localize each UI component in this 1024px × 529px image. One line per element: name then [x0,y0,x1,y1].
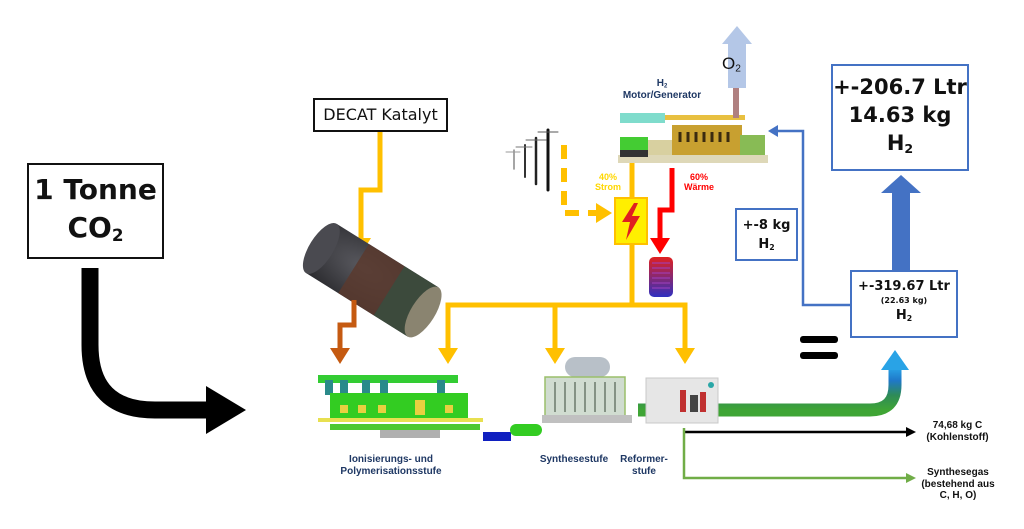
catalyst-label: DECAT Katalyt [323,105,438,124]
h2-total-formula: H2 [895,308,913,323]
generator-label: H2 Motor/Generator [622,78,702,102]
h2-net-box: +-206.7 Ltr 14.63 kg H2 [831,64,969,171]
syngas-output-label: Synthesegas (bestehend aus C, H, O) [921,467,995,501]
catalyst-output-line [330,300,357,364]
heat-storage-tank-icon [649,257,673,297]
h2-net-mass: 14.63 kg [848,103,952,127]
h2-generator-formula: H2 [758,237,775,252]
power-distribution-lines [438,156,695,364]
ionization-polymerization-plant-icon [318,375,483,438]
h2-total-box: +-319.67 Ltr (22.63 kg) H2 [850,270,958,338]
h2-total-mass: (22.63 kg) [880,296,928,305]
h2-motor-generator-icon [618,88,768,163]
co2-formula: CO2 [67,211,124,246]
co2-amount: 1 Tonne [34,173,157,206]
carbon-output-line [684,427,916,437]
power-share-label: 40% Strom [594,172,621,193]
co2-input-box: 1 Tonne CO2 [27,163,164,259]
electricity-hazard-icon [614,197,648,245]
h2-total-volume: +-319.67 Ltr [858,279,950,294]
reformer-stage-label: Reformer- stufe [620,454,668,477]
syngas-output-line [682,428,916,483]
power-poles-icon [505,128,559,192]
h2-product-pipe [638,350,909,417]
catalyst-box: DECAT Katalyt [313,98,448,132]
heat-share-label: 60% Wärme [683,172,714,193]
equals-sign [800,336,838,359]
pressure-tank-icon [510,424,542,436]
h2-generator-mass: +-8 kg [742,218,791,233]
o2-output-arrow [722,26,752,88]
ionization-stage-label: Ionisierungs- und Polymerisationsstufe [340,454,442,477]
synthesis-stage-label: Synthesestufe [539,454,609,465]
h2-net-formula: H2 [886,131,914,157]
h2-net-output-arrow [881,175,921,271]
synthesis-plant-icon [542,357,632,423]
h2-generator-share-box: +-8 kg H2 [735,208,798,261]
catalyst-feed-line [351,130,383,254]
catalyst-cylinder-icon [302,223,442,338]
carbon-output-label: 74,68 kg C (Kohlenstoff) [926,420,989,443]
h2-net-volume: +-206.7 Ltr [833,75,967,99]
co2-flow-arrow [81,268,246,434]
h2-to-generator-line [768,125,850,307]
grid-power-dashed-line [561,145,612,223]
reformer-unit-icon [645,377,719,424]
o2-label: O2 [722,54,741,75]
heat-flow-line [650,168,675,254]
connector-pipe-icon [483,432,511,441]
